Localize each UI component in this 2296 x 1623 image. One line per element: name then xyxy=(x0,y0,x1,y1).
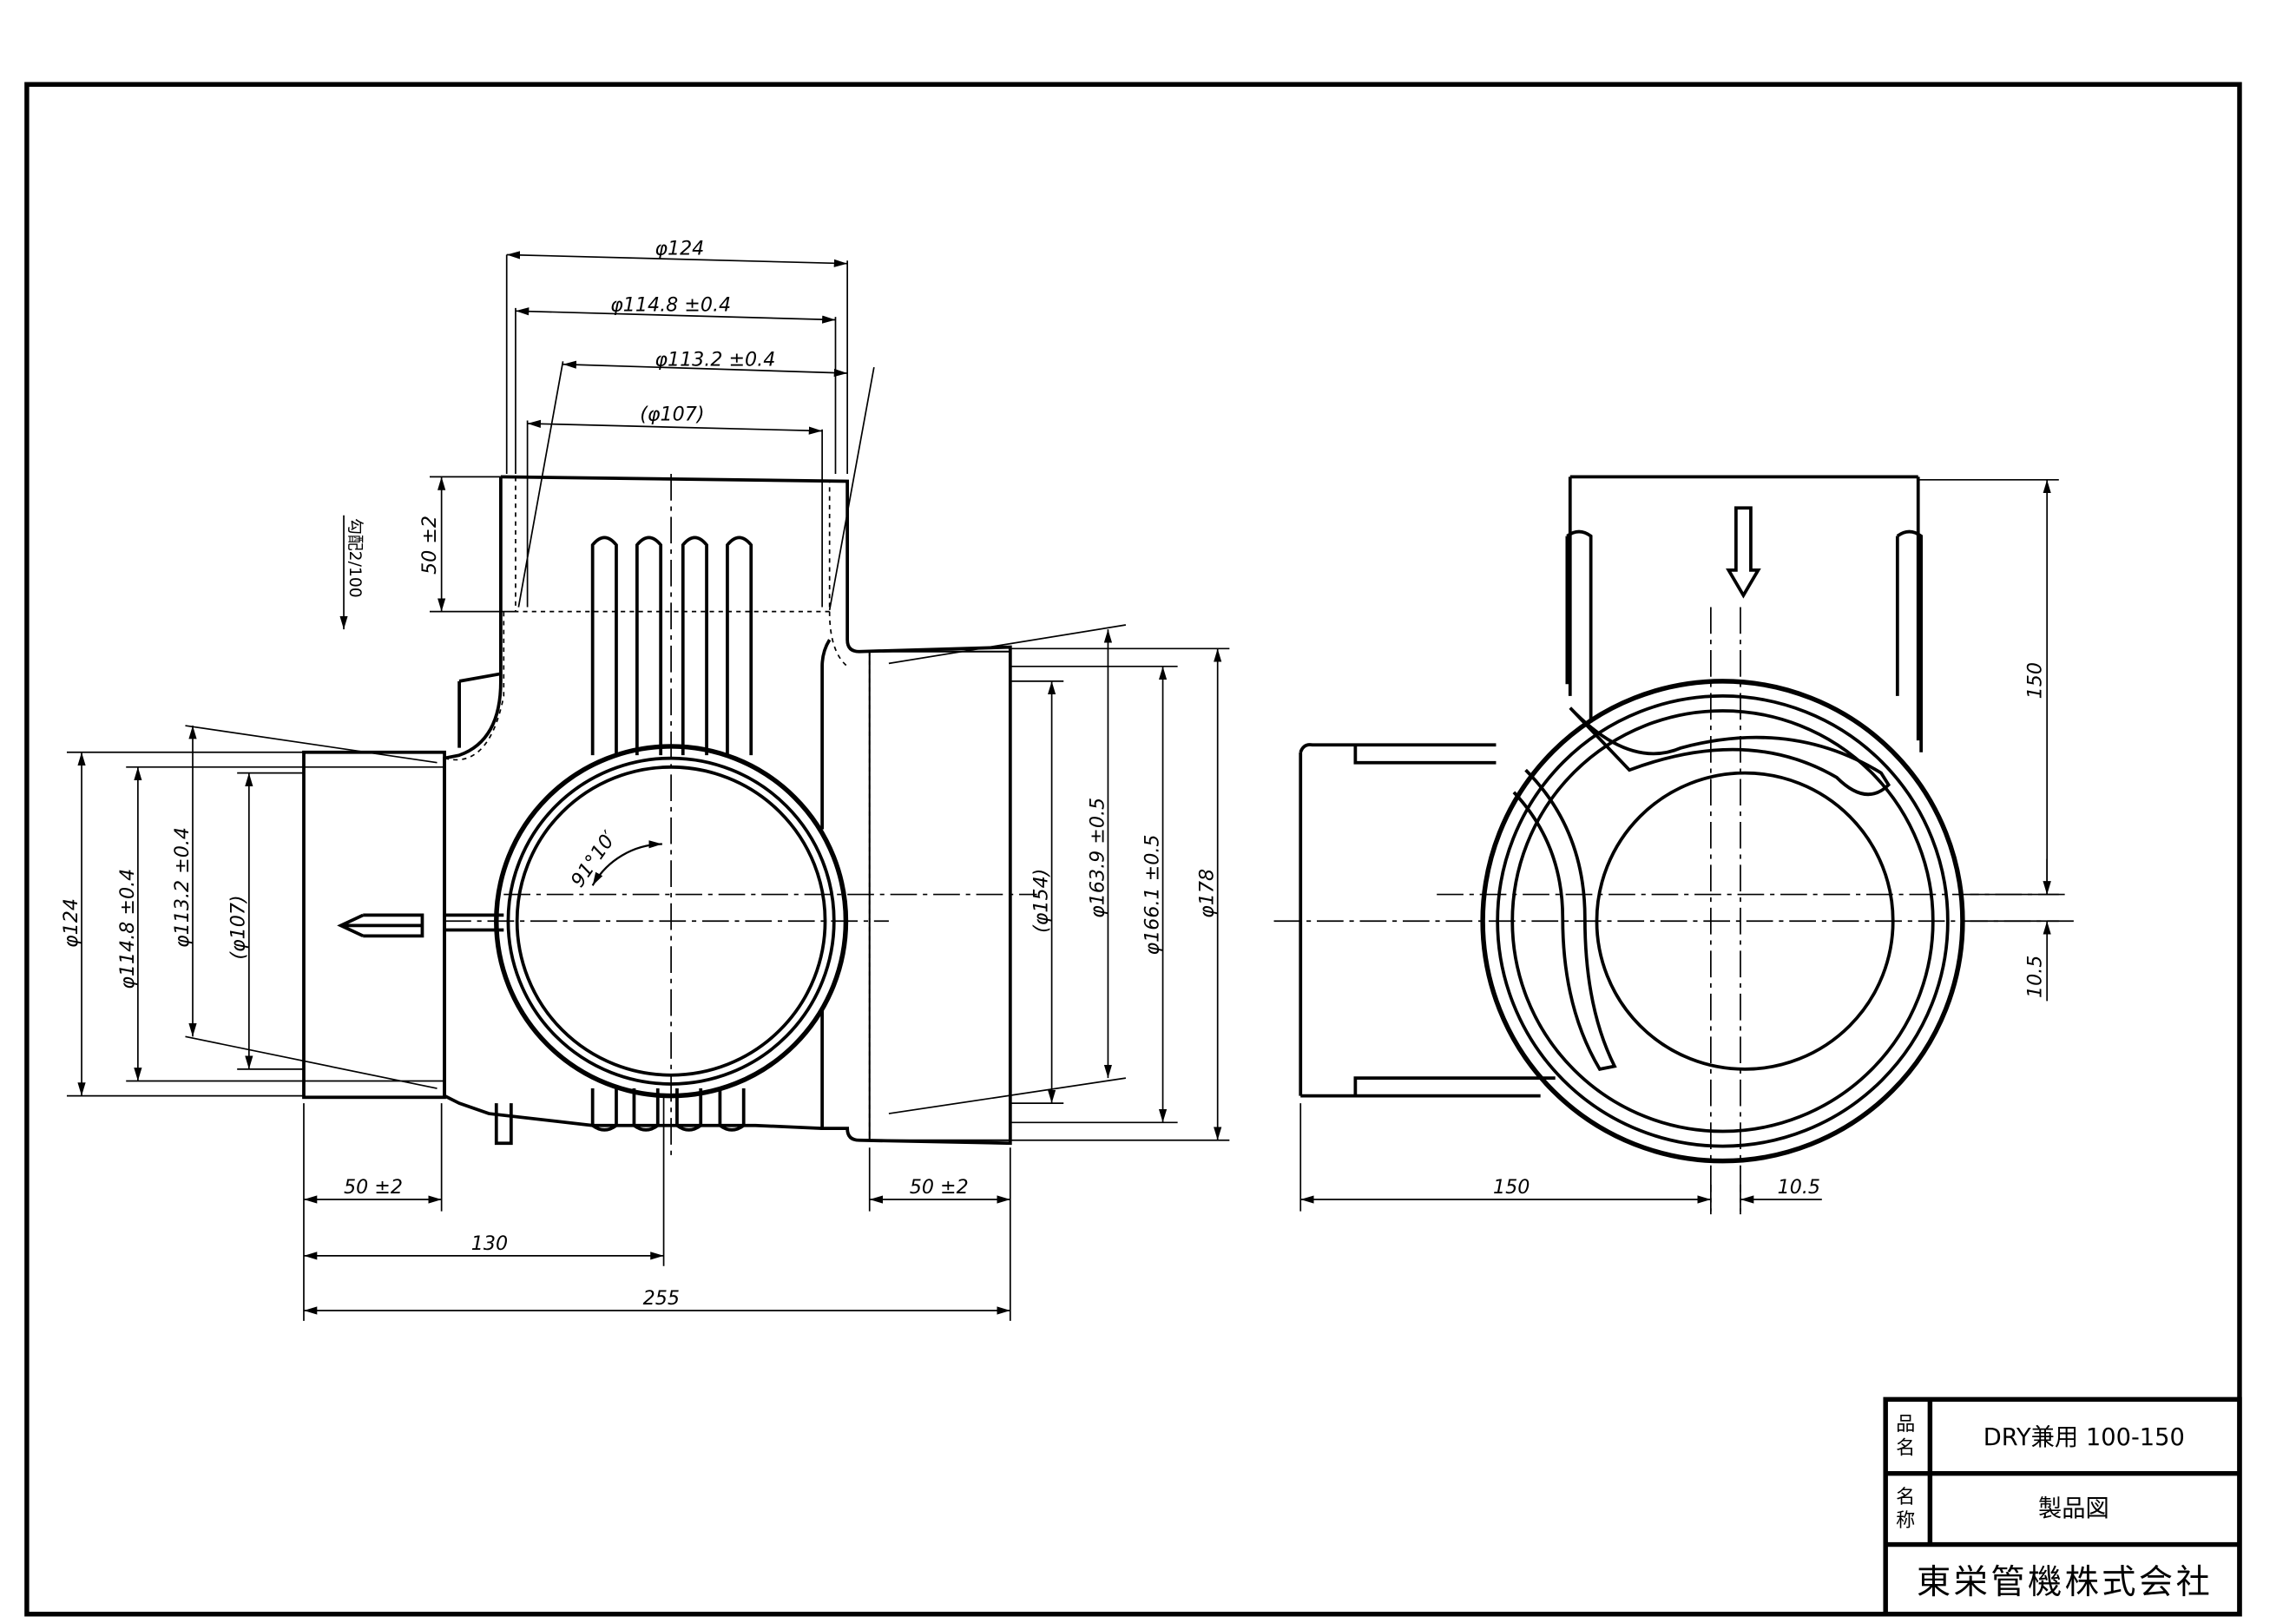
title-block: 品 名 DRY兼用 100-150 名 称 製品図 東栄管機株式会社 xyxy=(1883,1396,2242,1617)
dim-side-offset-h: 10.5 xyxy=(1778,1176,1820,1199)
product-name-label-1: 品 xyxy=(1896,1413,1915,1436)
drawing-title: 製品図 xyxy=(2038,1495,2109,1522)
product-name-label-2: 名 xyxy=(1896,1436,1915,1459)
dim-right-socket-depth: 50 ±2 xyxy=(910,1176,969,1199)
dim-right-id: (φ154) xyxy=(1030,869,1052,933)
dim-left-od: φ124 xyxy=(60,898,82,948)
dim-top-od: φ124 xyxy=(655,237,704,260)
dim-left-socket-depth: 50 ±2 xyxy=(344,1176,403,1199)
dim-top-socket: φ114.8 ±0.4 xyxy=(610,293,731,316)
side-view: 150 10.5 150 10.5 xyxy=(1273,475,2074,1215)
title-label-2: 称 xyxy=(1896,1509,1915,1532)
dim-side-height: 150 xyxy=(2023,662,2046,699)
front-view: 91°10′ 勾配2/100 xyxy=(302,473,1037,1155)
dim-right-socket: φ166.1 ±0.5 xyxy=(1141,835,1163,956)
dim-side-offset-v: 10.5 xyxy=(2023,956,2046,998)
dim-right-od: φ178 xyxy=(1196,869,1219,918)
dim-left-inner: φ113.2 ±0.4 xyxy=(171,827,194,948)
dim-left-id: (φ107) xyxy=(227,895,250,959)
front-view-dimensions: φ124 φ114.8 ±0.4 φ113.2 ±0.4 (φ107) 50 ±… xyxy=(60,237,1230,1321)
slope-note: 勾配2/100 xyxy=(345,518,365,598)
drawing-border xyxy=(24,82,2242,1617)
dim-overall: 255 xyxy=(643,1287,680,1310)
dim-top-inner: φ113.2 ±0.4 xyxy=(655,348,775,371)
product-name: DRY兼用 100-150 xyxy=(1984,1424,2185,1451)
title-label-1: 名 xyxy=(1896,1486,1915,1508)
company-name: 東栄管機株式会社 xyxy=(1917,1563,2213,1602)
dim-side-width: 150 xyxy=(1493,1176,1530,1199)
dim-left-socket: φ114.8 ±0.4 xyxy=(116,869,139,989)
dim-right-inner: φ163.9 ±0.5 xyxy=(1086,798,1109,918)
dim-top-height: 50 ±2 xyxy=(418,516,441,575)
dim-center: 130 xyxy=(471,1232,508,1255)
dim-top-id: (φ107) xyxy=(640,404,704,426)
ribs xyxy=(590,536,753,1132)
